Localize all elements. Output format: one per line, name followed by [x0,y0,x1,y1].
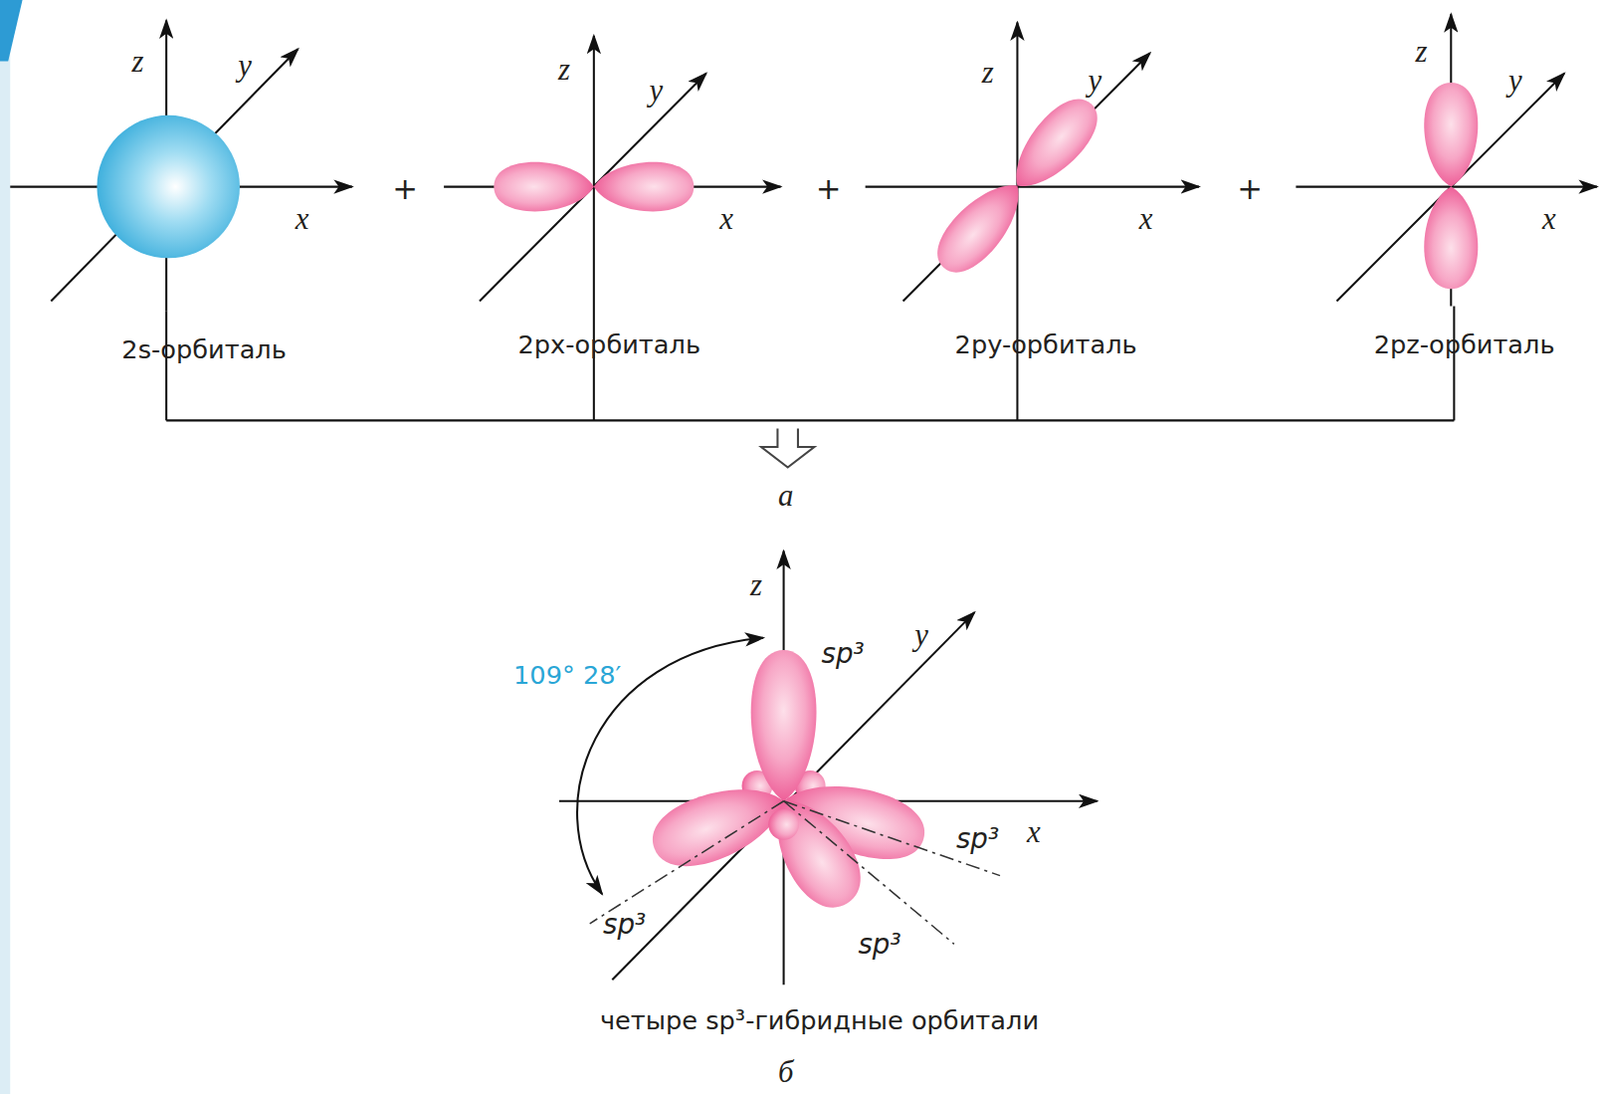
axis-label: z [748,568,765,602]
orbital-caption: 2pz-орбиталь [1372,330,1558,359]
axis-label: x [1137,200,1156,235]
part-letter: а [776,477,796,512]
axis-label: z [556,52,573,87]
plus-sign: + [1234,172,1265,206]
orbital-caption: 2py-орбиталь [953,330,1140,359]
orbital-label: sp³ [954,822,1001,853]
edge-band [0,0,10,1094]
axis-label: y [1085,62,1104,97]
part-letter: б [776,1054,797,1089]
orbital-label: sp³ [818,637,866,668]
orbital-label: sp³ [600,909,648,940]
axis-label: y [647,72,666,107]
figure-caption: четыре sp³-гибридные орбитали [598,1005,1041,1034]
edge-corner [0,0,23,62]
orbital-caption: 2px-орбиталь [515,330,703,359]
orbital-caption: 2s-орбиталь [119,336,289,365]
orbital-label: sp³ [855,928,903,959]
axis-label: z [980,54,997,89]
axis-label: x [1540,200,1559,235]
plus-sign: + [813,172,844,206]
angle-label: 109° 28′ [511,661,623,690]
plus-sign: + [390,172,420,206]
axis-label: y [912,617,931,652]
axis-label: z [129,44,146,79]
axis-label: y [235,48,254,83]
axis-label: x [293,200,312,235]
axis-label: z [1412,33,1429,68]
axis-label: y [1506,62,1525,97]
axis-label: x [717,200,736,235]
axis-label: x [1024,814,1043,849]
